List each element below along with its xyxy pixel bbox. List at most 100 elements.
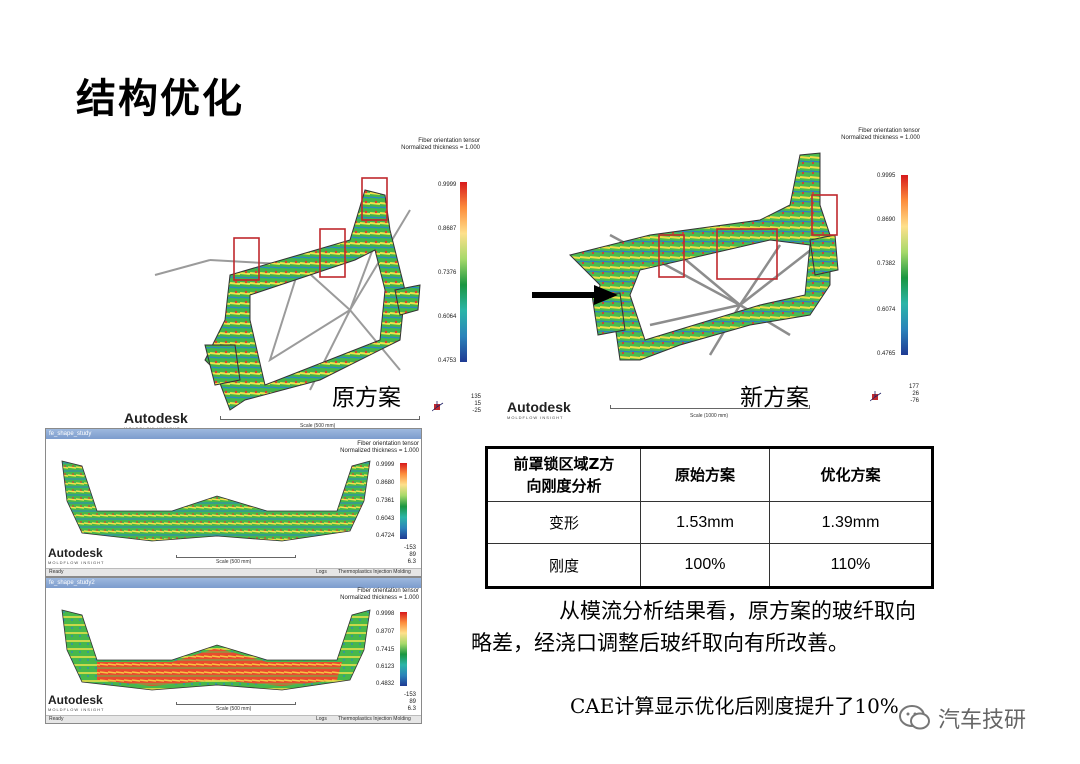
color-bar (400, 463, 407, 539)
tick-label: 0.6064 (438, 314, 457, 320)
status-bar: Ready Logs Thermoplastics Injection Mold… (46, 715, 421, 723)
legend-title: Fiber orientation tensor (858, 128, 920, 134)
color-bar (400, 612, 407, 686)
legend-title: Fiber orientation tensor (357, 441, 419, 447)
scale-label: Scale (500 mm) (300, 423, 336, 429)
tick-label: 0.4753 (438, 358, 457, 364)
status-text: Logs (316, 716, 327, 722)
tick-label: 0.8680 (376, 480, 395, 486)
status-bar: Ready Logs Thermoplastics Injection Mold… (46, 568, 421, 576)
highlight-box-1 (233, 237, 260, 281)
status-text: Thermoplastics Injection Molding (338, 569, 411, 575)
tick-label: 0.8690 (877, 217, 896, 223)
axes-values: 135 15 -25 (470, 394, 481, 414)
table-header-row: 前罩锁区域Z方 向刚度分析 原始方案 优化方案 (486, 447, 933, 502)
brand-subtitle: MOLDFLOW INSIGHT (48, 707, 105, 712)
tick-label: 0.6043 (376, 516, 395, 522)
stiffness-comparison-table: 前罩锁区域Z方 向刚度分析 原始方案 优化方案 变形 1.53mm 1.39mm… (485, 446, 934, 589)
color-bar (460, 182, 467, 362)
table-cell: 变形 (486, 500, 641, 545)
status-text: Logs (316, 569, 327, 575)
table-header-cell: 前罩锁区域Z方 向刚度分析 (486, 447, 641, 502)
tick-label: 0.6123 (376, 664, 395, 670)
axes-values: 177 26 -76 (908, 384, 919, 404)
table-header-cell: 优化方案 (769, 447, 933, 502)
scale-bar (176, 555, 296, 558)
legend-subtitle: Normalized thickness = 1.000 (401, 145, 480, 151)
highlight-box-3 (811, 194, 838, 236)
tick-label: 0.4724 (376, 533, 395, 539)
brand-subtitle: MOLDFLOW INSIGHT (48, 560, 105, 565)
caption-original: 原方案 (332, 385, 401, 411)
tick-label: 0.9999 (438, 182, 457, 188)
status-text: Thermoplastics Injection Molding (338, 716, 411, 722)
table-cell: 110% (769, 543, 933, 588)
tick-label: 0.7415 (376, 647, 395, 653)
table-row: 刚度 100% 110% (486, 543, 933, 588)
page-title: 结构优化 (76, 76, 244, 122)
axes-triad-icon (431, 398, 444, 412)
table-row: 变形 1.53mm 1.39mm (486, 500, 933, 545)
tick-label: 0.7376 (438, 270, 457, 276)
tick-label: 0.4765 (877, 351, 896, 357)
front-frame (61, 460, 371, 542)
legend-header: Fiber orientation tensor Normalized thic… (326, 441, 419, 455)
watermark: 汽车技研 (898, 702, 1026, 734)
color-bar (901, 175, 908, 355)
autodesk-logo: Autodesk (507, 399, 571, 415)
tick-label: 0.7361 (376, 498, 395, 504)
scale-label: Scale (500 mm) (216, 559, 252, 565)
tick-label: 0.8687 (438, 226, 457, 232)
status-text: Ready (49, 569, 64, 575)
autodesk-logo: Autodesk (124, 410, 188, 426)
table-cell: 100% (640, 543, 770, 588)
legend-subtitle: Normalized thickness = 1.000 (340, 595, 419, 601)
table-cell: 1.53mm (640, 500, 770, 545)
front-mesh-plot-top (61, 460, 371, 542)
autodesk-logo: Autodesk (48, 546, 103, 560)
table-cell: 刚度 (486, 543, 641, 588)
scale-bar (176, 702, 296, 705)
legend-title: Fiber orientation tensor (357, 588, 419, 594)
result-window-top: fe_shape_study Fiber orientation tensor … (45, 428, 422, 577)
autodesk-logo: Autodesk (48, 693, 103, 707)
axes-values: -153 89 6.3 (403, 692, 416, 712)
axes-triad-icon (869, 388, 882, 402)
table-header-cell: 原始方案 (640, 447, 770, 502)
original-frame (204, 189, 406, 411)
highlight-box-2 (319, 228, 346, 278)
scale-bar (610, 405, 810, 409)
highlight-box-2 (716, 228, 778, 280)
arrow-icon (532, 285, 618, 305)
legend-subtitle: Normalized thickness = 1.000 (841, 135, 920, 141)
scale-label: Scale (500 mm) (216, 706, 252, 712)
legend-subtitle: Normalized thickness = 1.000 (340, 448, 419, 454)
analysis-paragraph: 从模流分析结果看，原方案的玻纤取向 略差，经浇口调整后玻纤取向有所改善。 (471, 595, 1011, 659)
brand-subtitle: MOLDFLOW INSIGHT (507, 415, 564, 420)
front-mesh-plot-bottom (61, 609, 371, 691)
paragraph-line: 从模流分析结果看，原方案的玻纤取向 (559, 599, 916, 623)
panel-original: Fiber orientation tensor Normalized thic… (124, 130, 485, 431)
table-cell: 1.39mm (769, 500, 933, 545)
status-text: Ready (49, 716, 64, 722)
highlight-box-3 (361, 177, 388, 221)
result-window-bottom: fe_shape_study2 Fiber orientation tensor… (45, 577, 422, 724)
tick-label: 0.9999 (376, 462, 395, 468)
legend-header: Fiber orientation tensor Normalized thic… (820, 128, 920, 142)
front-frame-beam (97, 648, 342, 686)
paragraph-line: 略差，经浇口调整后玻纤取向有所改善。 (471, 631, 849, 655)
tick-label: 0.4832 (376, 681, 395, 687)
highlight-box-1 (658, 234, 685, 278)
legend-title: Fiber orientation tensor (418, 138, 480, 144)
panel-new: Fiber orientation tensor Normalized thic… (507, 125, 930, 425)
cae-conclusion: CAE计算显示优化后刚度提升了10% (570, 694, 899, 718)
scale-bar (220, 416, 420, 420)
new-mesh-plot (532, 152, 839, 361)
watermark-text: 汽车技研 (938, 708, 1027, 733)
legend-header: Fiber orientation tensor Normalized thic… (326, 588, 419, 602)
legend-header: Fiber orientation tensor Normalized thic… (380, 138, 480, 152)
tick-label: 0.9995 (877, 173, 896, 179)
window-title: fe_shape_study2 (46, 578, 421, 588)
original-mesh-plot (154, 177, 421, 411)
tick-label: 0.9998 (376, 611, 395, 617)
